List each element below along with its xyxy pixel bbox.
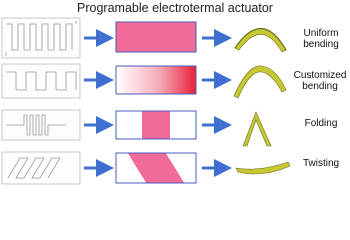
- label-uniform-bending: Uniform bending: [303, 28, 339, 50]
- heater-pattern-folding: [1, 109, 81, 141]
- diagram-title: Programable electrotermal actuator: [77, 1, 273, 15]
- row-uniform: [1, 17, 287, 59]
- label-twisting: Twisting: [302, 158, 340, 169]
- actuator-folding: [242, 111, 272, 147]
- actuator-twisting: [235, 161, 291, 175]
- heater-pattern-uniform: [1, 17, 81, 59]
- row-folding: [1, 109, 272, 147]
- heater-pattern-customized: [1, 63, 81, 99]
- diagram-canvas: [1, 17, 291, 185]
- heater-pattern-twisting: [1, 151, 81, 185]
- row-twisting: [1, 151, 291, 185]
- actuator-customized-bending: [233, 65, 287, 99]
- row-customized: [1, 63, 287, 99]
- heating-map-diagonal: [115, 152, 197, 184]
- label-folding: Folding: [304, 118, 338, 129]
- heating-map-middle: [115, 110, 197, 140]
- actuator-uniform-bending: [234, 27, 287, 53]
- heating-map-gradient: [115, 65, 197, 95]
- heating-map-uniform: [115, 21, 197, 53]
- label-customized-bending: Customized bending: [293, 70, 347, 92]
